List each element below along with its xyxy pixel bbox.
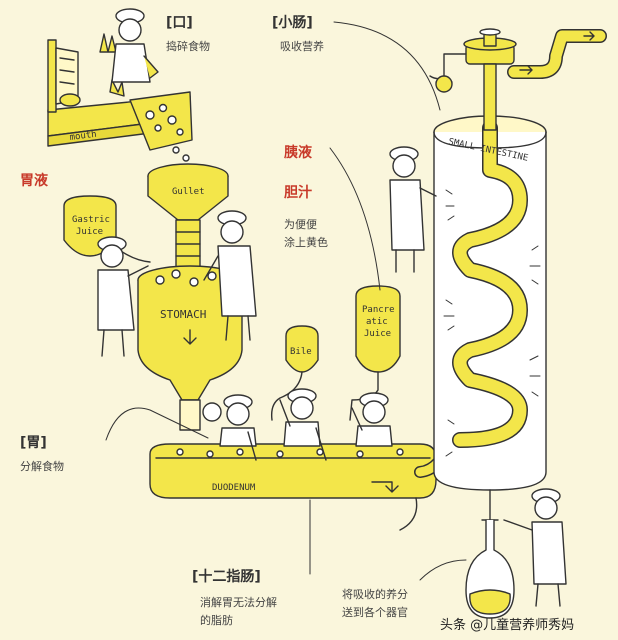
duodenum-art-text: DUODENUM [212,483,256,493]
bile-art-text: Bile [290,347,312,357]
cook-duodenum-2 [279,388,327,461]
pancreatic-art-text-2: atic [366,317,388,327]
bile-desc-2: 涂上黄色 [284,236,328,249]
stomach-vessel [137,265,243,431]
gastric-art-text-1: Gastric [72,215,110,225]
bile-bottle [270,325,319,421]
deliver-desc-2: 送到各个器官 [342,606,408,619]
mouth-platform [47,33,193,162]
gullet-art-text: Gullet [172,187,205,197]
gastric-art-text-2: Juice [76,227,103,237]
bile-label: 胆汁 [284,185,312,201]
small-intestine-title: [小肠] [272,15,313,31]
pancreatic-fluid-label: 胰液 [284,145,312,161]
pancreatic-art-text-3: Juice [364,329,391,339]
mouth-desc: 捣碎食物 [166,40,210,53]
leader-lines [105,21,467,581]
duodenum-desc-2: 的脂肪 [200,614,233,627]
duodenum-title: [十二指肠] [192,569,261,585]
gastric-fluid-label: 胃液 [20,173,48,189]
cook-stomach-left [97,236,149,357]
stomach-desc: 分解食物 [20,460,64,473]
small-intestine-desc: 吸收营养 [280,40,324,53]
cook-duodenum-3 [351,392,393,447]
deliver-desc-1: 将吸收的养分 [342,588,408,601]
mouth-art-text: mouth [69,130,97,143]
duodenum-desc-1: 消解胃无法分解 [200,596,277,609]
stomach-title: [胃] [20,435,47,451]
cook-mouth [111,8,159,83]
cook-outlet [503,488,567,607]
mouth-title: [口] [166,15,193,31]
bile-desc-1: 为便便 [284,218,317,231]
watermark: 头条 @儿童营养师秀妈 [440,618,575,633]
cook-small-intestine [389,146,437,273]
gullet-funnel [147,163,229,269]
cook-stomach-right [203,210,257,341]
small-intestine-column [429,28,607,619]
pancreatic-art-text-1: Pancre [362,305,395,315]
stomach-art-text: STOMACH [160,308,206,321]
cook-duodenum-1 [219,394,257,461]
